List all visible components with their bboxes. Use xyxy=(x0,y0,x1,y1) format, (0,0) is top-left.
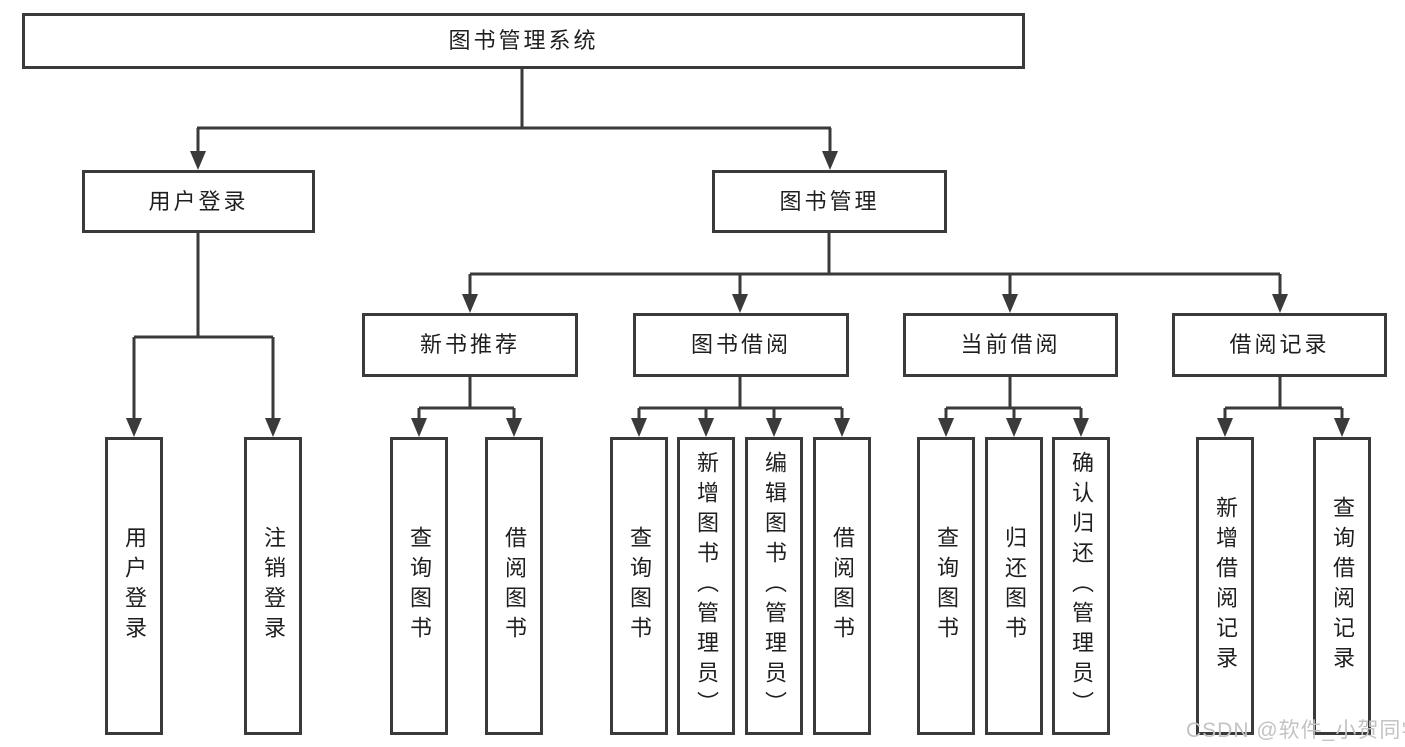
arrowhead-icon xyxy=(265,418,281,437)
leaf-borrow-query-books: 查询图书 xyxy=(610,437,668,735)
arrowhead-icon xyxy=(732,294,748,313)
arrowhead-icon xyxy=(1334,418,1350,437)
connector-new-book-recommend xyxy=(417,377,516,420)
leaf-borrow-borrow-books: 借阅图书 xyxy=(813,437,871,735)
arrowhead-icon xyxy=(411,418,427,437)
leaf-records-add-record: 新增借阅记录 xyxy=(1196,437,1254,735)
node-new-book-recommend: 新书推荐 xyxy=(362,313,578,377)
leaf-borrow-edit-books-admin: 编辑图书（管理员） xyxy=(745,437,803,735)
leaf-current-query-books: 查询图书 xyxy=(917,437,975,735)
arrowhead-icon xyxy=(462,294,478,313)
connector-user-login xyxy=(132,233,275,420)
arrowhead-icon xyxy=(1073,418,1089,437)
connector-root xyxy=(196,69,832,153)
arrowhead-icon xyxy=(1006,418,1022,437)
node-book-management: 图书管理 xyxy=(712,170,947,233)
arrowhead-icon xyxy=(631,418,647,437)
node-system-root: 图书管理系统 xyxy=(22,13,1025,69)
leaf-records-query-record: 查询借阅记录 xyxy=(1313,437,1371,735)
arrowhead-icon xyxy=(190,151,206,170)
arrowhead-icon xyxy=(506,418,522,437)
node-book-borrow: 图书借阅 xyxy=(633,313,849,377)
arrowhead-icon xyxy=(822,151,838,170)
leaf-current-return-books: 归还图书 xyxy=(985,437,1043,735)
connector-book-management xyxy=(468,233,1282,296)
node-borrow-records: 借阅记录 xyxy=(1172,313,1387,377)
leaf-borrow-add-books-admin: 新增图书（管理员） xyxy=(677,437,735,735)
leaf-recommend-query-books: 查询图书 xyxy=(390,437,448,735)
arrowhead-icon xyxy=(834,418,850,437)
connector-borrow-records xyxy=(1223,377,1344,420)
leaf-current-confirm-return-admin: 确认归还（管理员） xyxy=(1052,437,1110,735)
arrowhead-icon xyxy=(1002,294,1018,313)
node-current-borrow: 当前借阅 xyxy=(903,313,1118,377)
arrowhead-icon xyxy=(938,418,954,437)
node-user-login: 用户登录 xyxy=(82,170,315,233)
arrowhead-icon xyxy=(698,418,714,437)
arrowhead-icon xyxy=(766,418,782,437)
leaf-logout: 注销登录 xyxy=(244,437,302,735)
arrowhead-icon xyxy=(1217,418,1233,437)
watermark: CSDN @软件_小贺同学 xyxy=(1186,719,1405,742)
connector-book-borrow xyxy=(637,377,844,420)
leaf-user-login: 用户登录 xyxy=(105,437,163,735)
leaf-recommend-borrow-books: 借阅图书 xyxy=(485,437,543,735)
arrowhead-icon xyxy=(126,418,142,437)
arrowhead-icon xyxy=(1272,294,1288,313)
connector-current-borrow xyxy=(944,377,1083,420)
